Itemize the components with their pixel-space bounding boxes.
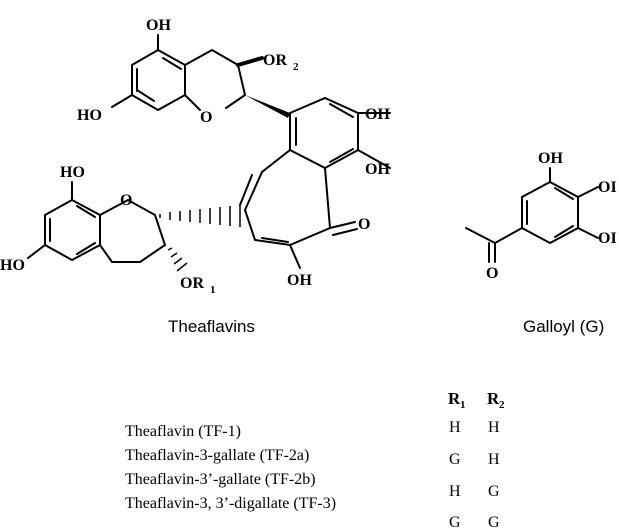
atom-ho-lower-left: HO bbox=[0, 257, 25, 274]
substituent-table: R 1 R 2 Theaflavin (TF-1) Theaflavin-3-g… bbox=[125, 389, 505, 531]
svg-text:OR: OR bbox=[180, 275, 204, 292]
table-cell-r2: G bbox=[488, 514, 500, 531]
table-cell-r1: H bbox=[449, 419, 461, 436]
caption-galloyl: Galloyl (G) bbox=[523, 317, 604, 336]
table-header-r2: R 2 bbox=[487, 389, 505, 411]
table-cell-r1: G bbox=[449, 514, 461, 531]
table-cell-r1: G bbox=[449, 451, 461, 468]
upper-flavan-unit bbox=[111, 34, 290, 118]
table-cell-r2: G bbox=[488, 483, 500, 500]
atom-oh-core-bottom: OH bbox=[287, 272, 312, 289]
atom-o-galloyl-carbonyl: O bbox=[486, 265, 498, 282]
compound-name: Theaflavin-3-gallate (TF-2a) bbox=[125, 447, 309, 464]
lower-flavan-unit bbox=[27, 181, 241, 272]
atom-o-carbonyl: O bbox=[358, 216, 370, 233]
atom-o-lower-ring: O bbox=[120, 192, 132, 209]
benzotropolone-core bbox=[239, 96, 391, 269]
compound-name: Theaflavin-3, 3’-digallate (TF-3) bbox=[125, 495, 336, 512]
atom-labels: OH HO O OR 2 OH OH O OH HO HO O OR 1 OH … bbox=[0, 17, 617, 296]
table-cell-r1: H bbox=[449, 483, 461, 500]
compound-name: Theaflavin-3’-gallate (TF-2b) bbox=[125, 471, 316, 488]
compound-name: Theaflavin (TF-1) bbox=[125, 423, 241, 440]
table-cell-r2: H bbox=[488, 419, 500, 436]
atom-oh-core-right: OH bbox=[365, 161, 390, 178]
table-cell-r2: H bbox=[488, 451, 500, 468]
caption-theaflavins: Theaflavins bbox=[168, 317, 255, 336]
atom-oh-core-top: OH bbox=[365, 106, 390, 123]
atom-ho-lower-top: HO bbox=[60, 164, 85, 181]
atom-oh-upper-a: OH bbox=[146, 17, 171, 34]
svg-text:R: R bbox=[487, 389, 500, 408]
atom-oh-galloyl-top: OH bbox=[538, 150, 563, 167]
svg-text:OR: OR bbox=[263, 52, 287, 69]
svg-text:R: R bbox=[448, 389, 461, 408]
galloyl-unit bbox=[465, 167, 599, 263]
atom-oh-galloyl-upper-right: OI bbox=[598, 179, 617, 196]
table-header-r1: R 1 bbox=[448, 389, 466, 411]
atom-oh-galloyl-lower-right: OI bbox=[598, 230, 617, 247]
atom-o-upper-ring: O bbox=[200, 109, 212, 126]
atom-or1: OR 1 bbox=[180, 275, 216, 296]
atom-ho-upper-left: HO bbox=[77, 107, 102, 124]
svg-text:1: 1 bbox=[460, 399, 466, 411]
atom-or2: OR 2 bbox=[263, 52, 299, 73]
svg-text:2: 2 bbox=[293, 61, 299, 73]
svg-text:2: 2 bbox=[499, 399, 505, 411]
svg-text:1: 1 bbox=[210, 284, 216, 296]
